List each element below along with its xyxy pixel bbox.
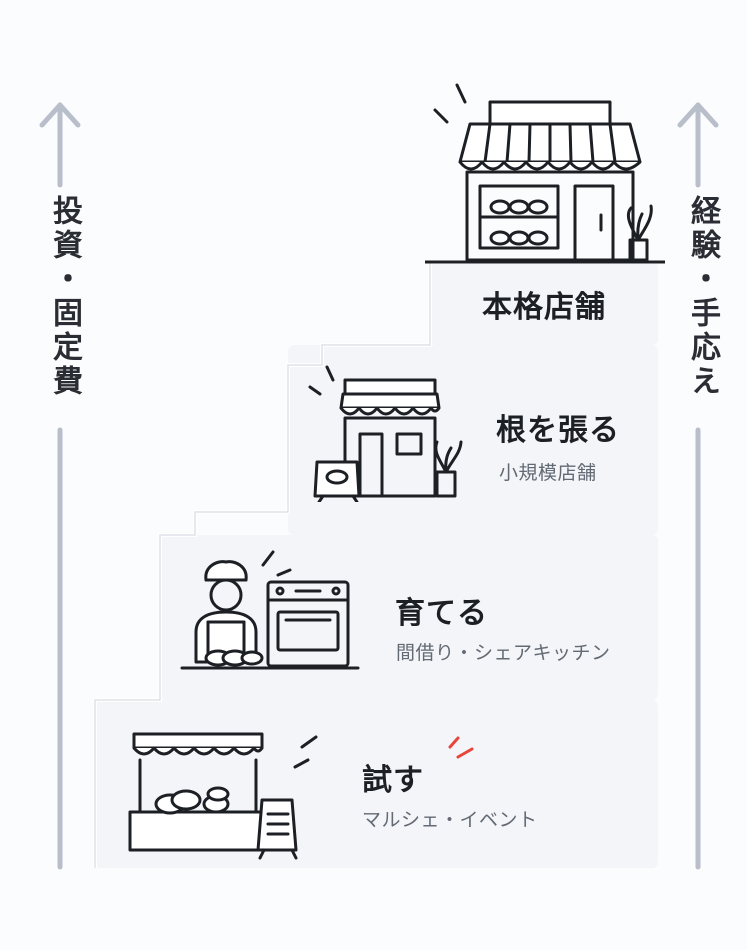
market-stall-icon [128,732,318,860]
accent-spark-icon [448,736,474,759]
step-4-title: 本格店舗 [482,290,606,325]
axis-label-investment: 投資・固定費 [47,195,82,399]
up-arrow-right-icon [677,102,719,870]
axis-label-experience: 経験・手応え [685,195,720,399]
small-shop-icon [308,365,463,502]
step-3-subtitle: 小規模店舗 [499,462,597,484]
step-2-subtitle: 間借り・シェアキッチン [396,642,611,664]
step-1-title: 試す [362,763,424,798]
step-1-subtitle: マルシェ・イベント [362,809,538,831]
bakery-storefront-icon [425,83,665,264]
up-arrow-left-icon [39,102,81,870]
baker-oven-icon [180,550,360,670]
step-3-title: 根を張る [496,413,620,448]
step-2-title: 育てる [395,596,488,631]
